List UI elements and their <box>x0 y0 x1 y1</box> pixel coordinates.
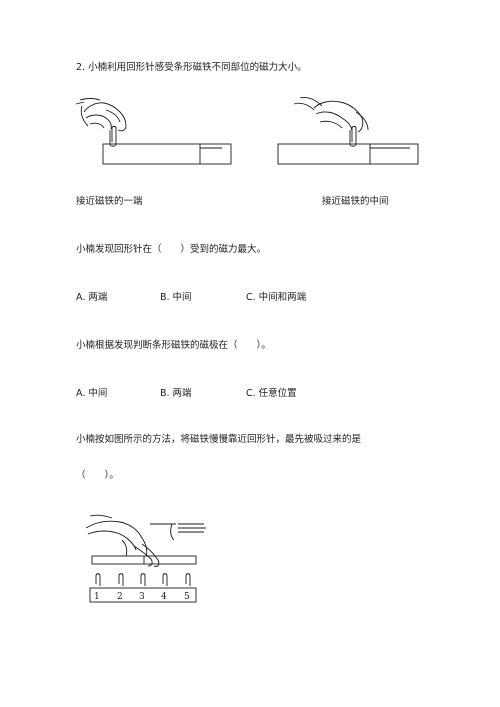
sub1-option-b[interactable]: B. 中间 <box>160 292 192 303</box>
hand-right <box>293 97 369 133</box>
bar-magnet-right <box>277 143 419 165</box>
paperclip-left <box>109 126 117 147</box>
sub-question-1: 小楠发现回形针在（ ）受到的磁力最大。 <box>76 244 267 255</box>
figure-paperclip-near-middle <box>277 97 419 165</box>
paperclip-right <box>349 126 357 147</box>
sub1-option-c[interactable]: C. 中间和两端 <box>246 292 307 303</box>
figure-magnet-over-paperclips: 1 2 3 4 5 <box>85 514 206 603</box>
sub2-option-a[interactable]: A. 中间 <box>76 388 108 399</box>
strip-number-1: 1 <box>94 592 100 602</box>
strip-number-2: 2 <box>117 592 123 602</box>
magnet-bar <box>91 555 197 565</box>
hand-cuff <box>150 523 206 541</box>
bar-magnet-left <box>102 143 232 165</box>
caption-near-end: 接近磁铁的一端 <box>76 196 143 207</box>
number-strip: 1 2 3 4 5 <box>89 587 197 603</box>
sub-question-3-line2: （ ）。 <box>76 470 119 481</box>
sub1-option-a[interactable]: A. 两端 <box>76 292 108 303</box>
strip-number-5: 5 <box>184 592 190 602</box>
strip-number-4: 4 <box>161 592 167 602</box>
figure-paperclip-near-end <box>75 98 232 165</box>
question-title: 2. 小楠利用回形针感受条形磁铁不同部位的磁力大小。 <box>76 62 307 73</box>
caption-near-middle: 接近磁铁的中间 <box>322 196 389 207</box>
strip-number-3: 3 <box>139 592 145 602</box>
hand-top <box>85 514 160 567</box>
sub-question-3-line1: 小楠按如图所示的方法，将磁铁慢慢靠近回形针，最先被吸过来的是 <box>76 434 362 445</box>
sub2-option-c[interactable]: C. 任意位置 <box>246 388 297 399</box>
sub2-option-b[interactable]: B. 两端 <box>160 388 192 399</box>
paperclips-row <box>95 573 191 586</box>
hand-left <box>75 98 127 132</box>
sub-question-2: 小楠根据发现判断条形磁铁的磁极在（ ）。 <box>76 340 271 351</box>
